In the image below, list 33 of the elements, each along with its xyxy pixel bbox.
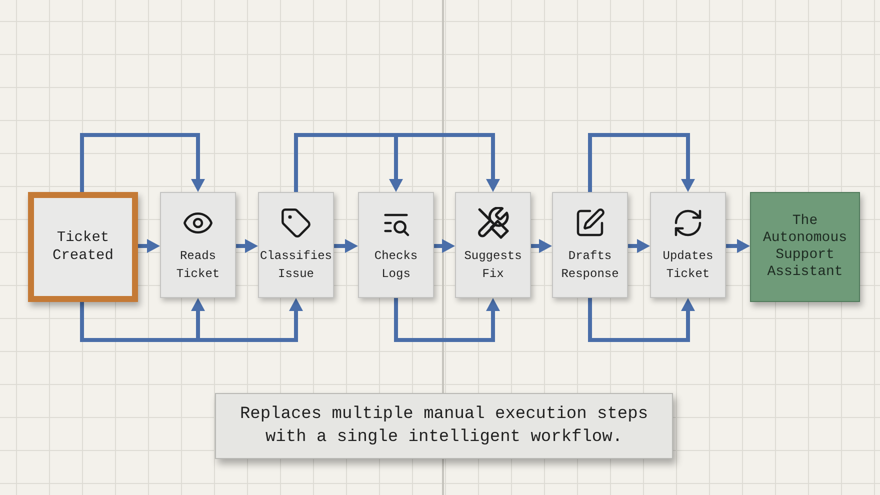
arrow xyxy=(628,239,650,253)
process-box xyxy=(552,192,628,298)
process-box xyxy=(650,192,726,298)
node-label: Drafts Response xyxy=(560,248,620,283)
node-label: Suggests Fix xyxy=(463,248,523,283)
arrow xyxy=(531,239,552,253)
process-box xyxy=(358,192,434,298)
node-label: Classifies Issue xyxy=(259,248,334,283)
result-box xyxy=(750,192,860,302)
arrow xyxy=(294,133,500,192)
node-label: Checks Logs xyxy=(373,248,419,283)
process-box xyxy=(160,192,236,298)
arrow xyxy=(588,298,695,342)
node-label: Updates Ticket xyxy=(662,248,714,283)
arrow xyxy=(138,239,160,253)
arrow xyxy=(236,239,258,253)
arrow xyxy=(588,133,695,192)
node-label: Replaces multiple manual execution steps with a single intelligent workflow. xyxy=(238,404,650,449)
arrow xyxy=(191,298,205,338)
node-label: The Autonomous Support Assistant xyxy=(762,213,848,281)
arrow xyxy=(394,298,500,342)
arrow xyxy=(726,239,750,253)
arrow xyxy=(434,239,455,253)
note-box xyxy=(215,393,673,459)
node-label: Reads Ticket xyxy=(175,248,221,283)
arrow xyxy=(389,137,403,192)
process-box xyxy=(455,192,531,298)
node-label: Ticket Created xyxy=(52,229,114,265)
arrow xyxy=(80,298,303,342)
start-box xyxy=(28,192,138,302)
arrow xyxy=(334,239,358,253)
arrow xyxy=(80,133,205,192)
process-box xyxy=(258,192,334,298)
